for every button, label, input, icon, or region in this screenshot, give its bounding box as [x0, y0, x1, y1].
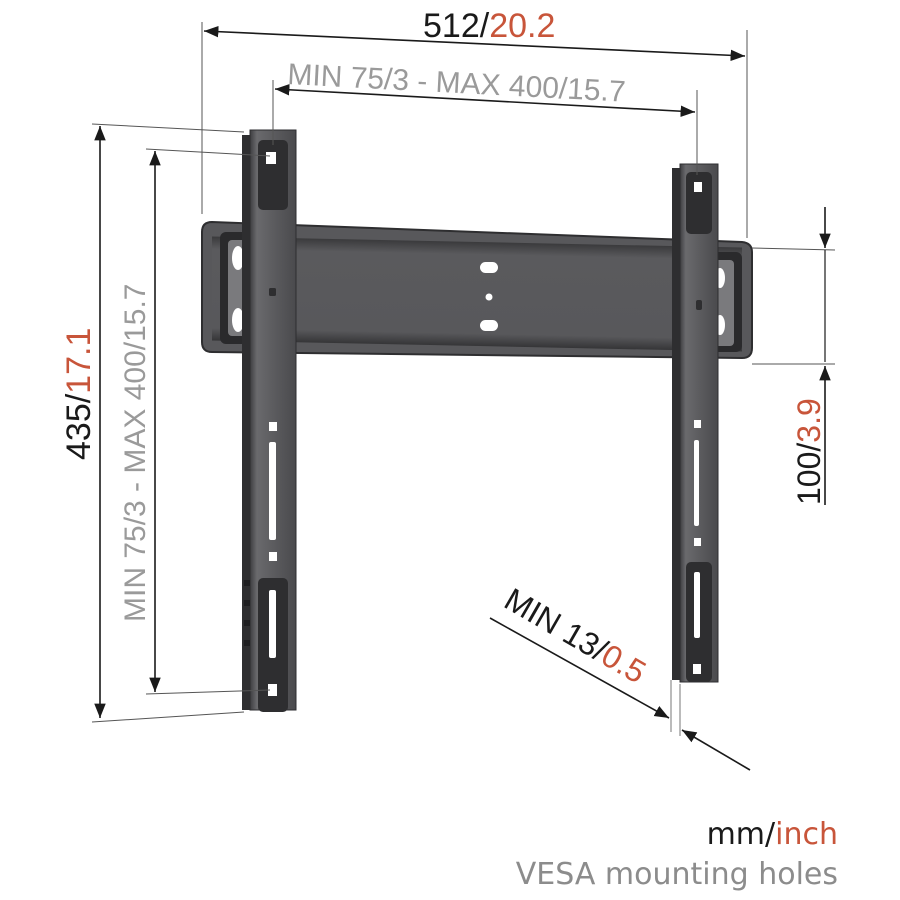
center-slot-bottom [480, 320, 498, 331]
svg-text:512/20.2: 512/20.2 [423, 7, 555, 45]
svg-text:435/17.1: 435/17.1 [60, 328, 98, 460]
units-mm: mm/ [706, 817, 776, 852]
dimension-plate-height: 100/3.9 [751, 207, 836, 505]
right-top-pad [686, 172, 712, 234]
right-bottom-vesa-hole [693, 664, 701, 674]
left-arm [242, 129, 297, 712]
center-slot-top [480, 262, 498, 273]
dimension-overall-width: 512/20.2 [201, 7, 748, 238]
dimension-vesa-horizontal: MIN 75/3 - MAX 400/15.7 [272, 58, 698, 175]
plate-hole-left-bottom [232, 308, 244, 332]
vesa-note: VESA mounting holes [515, 857, 838, 892]
units-legend: mm/inch [707, 817, 838, 852]
svg-text:MIN 75/3 - MAX 400/15.7: MIN 75/3 - MAX 400/15.7 [119, 284, 152, 623]
center-hole [485, 293, 493, 301]
left-top-pad [258, 140, 288, 210]
left-bottom-vesa-hole [268, 684, 277, 696]
units-inch: inch [775, 817, 838, 852]
left-top-vesa-hole [266, 152, 276, 164]
svg-text:MIN 75/3 - MAX 400/15.7: MIN 75/3 - MAX 400/15.7 [287, 58, 627, 109]
dimension-vesa-vertical: MIN 75/3 - MAX 400/15.7 [119, 148, 271, 695]
right-top-vesa-hole [694, 182, 702, 192]
dimension-overall-height: 435/17.1 [60, 123, 245, 723]
plate-hole-left-top [232, 246, 244, 270]
right-arm [672, 163, 719, 683]
svg-text:100/3.9: 100/3.9 [791, 398, 827, 505]
